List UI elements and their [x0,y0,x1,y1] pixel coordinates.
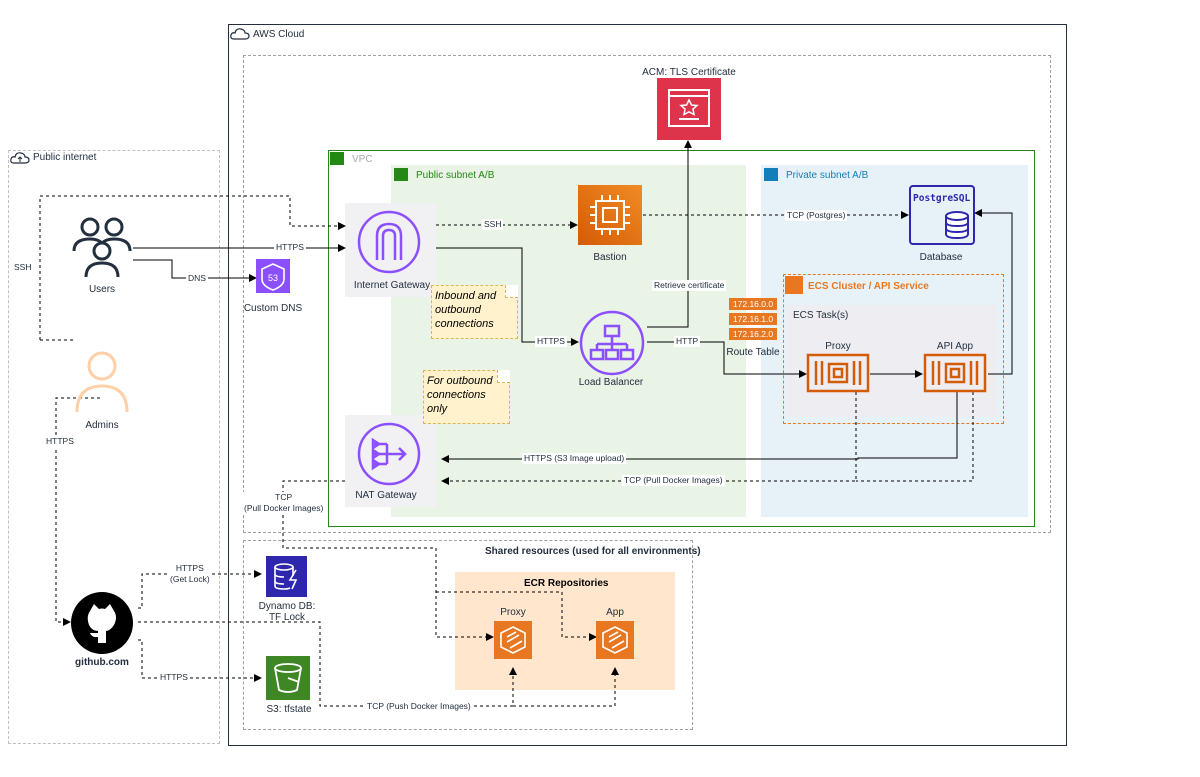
note-inbound-fold [505,285,518,298]
database-box [909,185,975,245]
public-subnet-lock-icon [394,168,408,181]
proxy-label: Proxy [825,341,851,352]
route-table-label: Route Table [726,347,780,358]
edge-label-tcp-pull-ecr-2: (Pull Docker Images) [244,503,324,513]
s3-label: S3: tfstate [266,704,312,715]
admins-label: Admins [85,420,119,431]
users-label: Users [88,284,116,295]
proxy-container-icon [806,353,870,393]
shared-resources-group [243,540,693,730]
postgresql-label: PostgreSQL [913,193,971,204]
ecs-cluster-icon [785,276,803,294]
acm-certificate-icon [657,78,721,140]
edge-label-ssh-admin: SSH [12,262,34,273]
ecr-repositories-title: ECR Repositories [524,578,609,589]
database-icon [945,211,969,240]
route-ip-1: 172.16.1.0 [729,313,777,325]
internet-gateway-label: Internet Gateway [353,280,431,291]
vpc-group [328,150,1035,527]
svg-text:53: 53 [268,273,278,283]
edge-label-https-s3state: HTTPS [158,672,190,683]
edge-label-dns: DNS [186,273,208,284]
route-ip-2: 172.16.2.0 [729,328,777,340]
cloud-icon [10,152,30,164]
github-label: github.com [75,657,129,668]
edge-label-tcp-postgres: TCP (Postgres) [785,210,848,221]
edge-label-tcp-pull-ecr: TCP (Pull Docker Images) [242,492,326,514]
bastion-label: Bastion [593,252,627,263]
github-icon [71,592,133,654]
dynamodb-label-2: TF Lock [268,612,306,623]
edge-label-ssh-bastion: SSH [482,219,504,230]
edge-label-https-lb: HTTPS [535,336,567,347]
private-subnet-title: Private subnet A/B [786,170,869,181]
nat-gateway-label: NAT Gateway [355,490,417,501]
custom-dns-label: Custom DNS [243,303,303,314]
nat-gateway-icon [357,422,421,486]
note-inbound: Inbound and outbound connections [431,285,518,339]
edge-label-http-lb: HTTP [674,336,701,347]
api-app-container-icon [923,353,987,393]
edge-label-https-users: HTTPS [274,242,306,253]
users-icon [72,217,132,278]
dynamodb-label-1: Dynamo DB: [258,601,316,612]
aws-cloud-group [228,24,1067,746]
bastion-icon [578,185,642,245]
private-subnet-lock-icon [764,168,778,181]
s3-bucket-icon [266,656,310,700]
aws-cloud-title: AWS Cloud [253,29,305,40]
database-label: Database [919,252,963,263]
vpc-icon [330,152,344,165]
admins-icon [75,351,129,413]
edge-label-tcp-pull-ecr-1: TCP [275,492,293,502]
edge-label-tcp-pull: TCP (Pull Docker Images) [622,475,725,486]
ecs-task-title: ECS Task(s) [793,310,849,321]
public-internet-group [8,150,220,744]
ecr-proxy-label: Proxy [500,607,526,618]
acm-label: ACM: TLS Certificate [642,67,736,78]
edge-label-https-lock: HTTPS (Get Lock) [168,563,212,585]
ecr-app-icon [596,621,634,659]
edge-label-https-admin: HTTPS [44,436,76,447]
note-outbound-fold [497,370,510,383]
edge-label-https-s3: HTTPS (S3 Image upload) [522,453,627,464]
public-subnet-title: Public subnet A/B [416,170,495,181]
note-outbound-text: For outbound connections only [427,375,493,415]
load-balancer-icon [579,310,645,376]
load-balancer-label: Load Balancer [578,377,644,388]
ecr-app-label: App [606,607,624,618]
route53-icon: 53 [256,259,290,293]
edge-label-tcp-push: TCP (Push Docker Images) [365,701,473,712]
api-app-label: API App [936,341,974,352]
dynamodb-icon [266,556,307,597]
note-inbound-text: Inbound and outbound connections [435,290,497,330]
ecr-proxy-icon [494,621,532,659]
ecs-cluster-group [783,274,1004,424]
region-group [243,55,1051,533]
public-internet-title: Public internet [33,152,97,163]
aws-cloud-icon [230,28,250,40]
vpc-title: VPC [352,154,373,165]
ecs-cluster-title: ECS Cluster / API Service [808,281,929,292]
edge-label-https-lock-2: (Get Lock) [170,574,210,584]
dynamodb-label: Dynamo DB: TF Lock [259,601,316,623]
note-outbound: For outbound connections only [423,370,510,424]
internet-gateway-icon [357,210,421,274]
route-ip-0: 172.16.0.0 [729,298,777,310]
edge-label-https-lock-1: HTTPS [175,563,204,573]
shared-resources-title: Shared resources (used for all environme… [485,546,701,557]
edge-label-retrieve-cert: Retrieve certificate [652,280,727,291]
